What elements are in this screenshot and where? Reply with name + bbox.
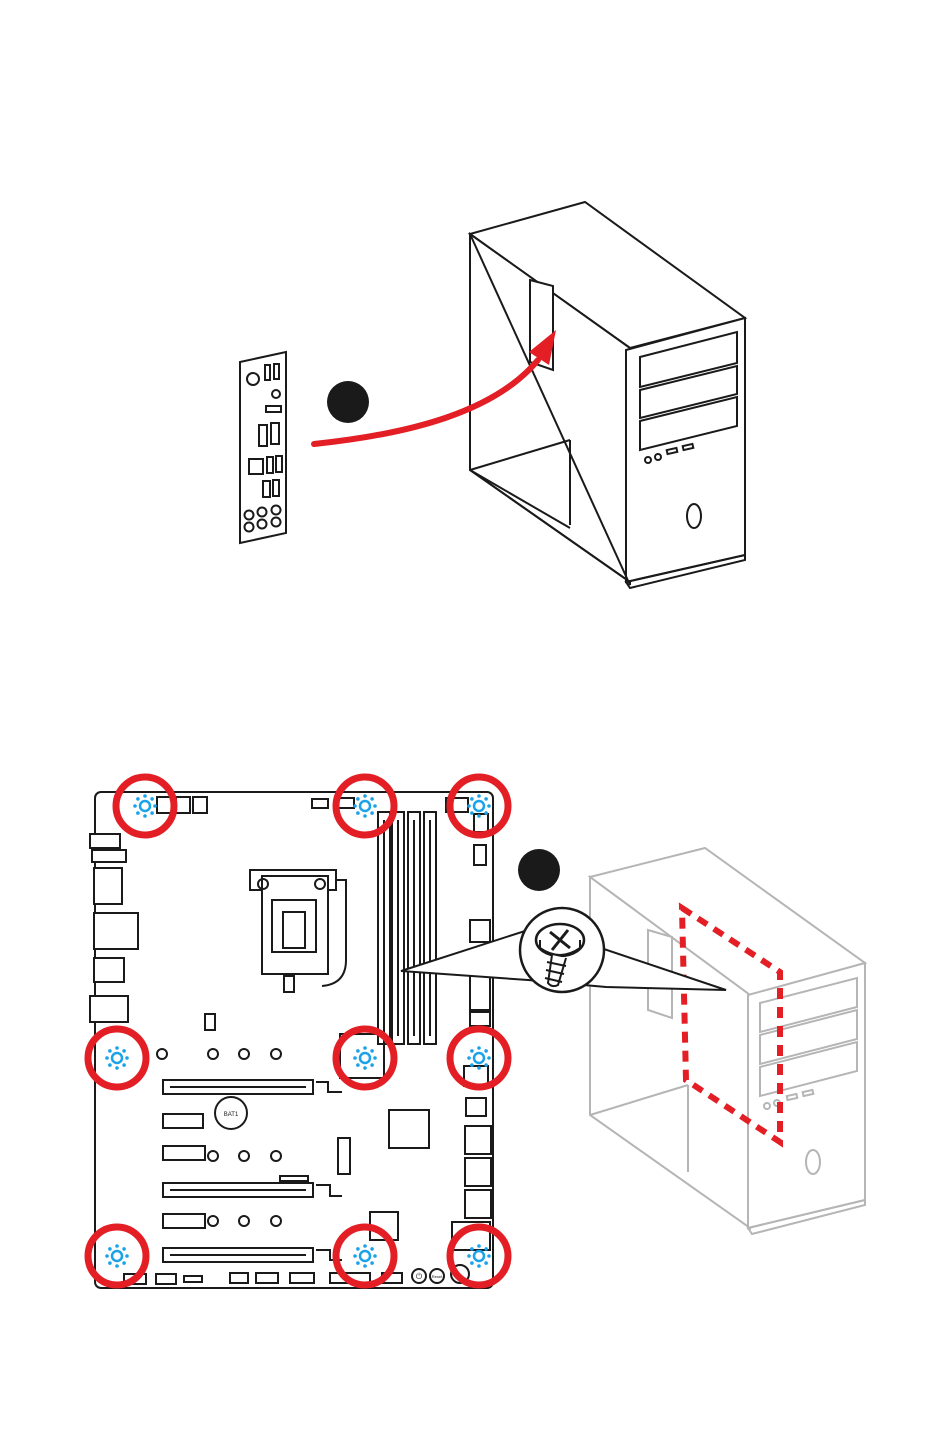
standoff-dot: [356, 811, 360, 815]
motherboard: BAT1 ⏻ Reset: [90, 792, 493, 1288]
standoff-dot: [356, 1049, 360, 1053]
standoff-dot: [484, 1063, 488, 1067]
standoff-dot: [470, 1261, 474, 1265]
standoff-dot: [363, 794, 367, 798]
standoff-dot: [373, 804, 377, 808]
standoff-dot: [363, 1264, 367, 1268]
standoff-dot: [467, 1254, 471, 1258]
standoff-dot: [484, 811, 488, 815]
standoff-dot: [108, 1261, 112, 1265]
standoff-dot: [136, 811, 140, 815]
standoff-dot: [133, 804, 137, 808]
standoff-dot: [370, 811, 374, 815]
standoff-dot: [153, 804, 157, 808]
standoff-dot: [370, 1063, 374, 1067]
standoff-dot: [125, 1254, 129, 1258]
standoff-dot: [470, 1063, 474, 1067]
battery-label: BAT1: [224, 1112, 239, 1118]
standoff-dot: [105, 1056, 109, 1060]
standoff-dot: [115, 1264, 119, 1268]
step-2-badge: [518, 849, 560, 891]
standoff-dot: [484, 797, 488, 801]
standoff-dot: [477, 814, 481, 818]
standoff-dot: [353, 1254, 357, 1258]
standoff-dot: [115, 1066, 119, 1070]
standoff-dot: [373, 1254, 377, 1258]
standoff-dot: [353, 1056, 357, 1060]
standoff-dot: [108, 1049, 112, 1053]
standoff-dot: [115, 1046, 119, 1050]
standoff-dot: [150, 811, 154, 815]
standoff-dot: [363, 814, 367, 818]
standoff-dot: [487, 1056, 491, 1060]
standoff-dot: [477, 1046, 481, 1050]
pc-case-top: [470, 202, 745, 588]
standoff-dot: [143, 814, 147, 818]
standoff-dot: [122, 1247, 126, 1251]
standoff-dot: [477, 1066, 481, 1070]
standoff-dot: [470, 797, 474, 801]
standoff-dot: [467, 1056, 471, 1060]
standoff-dot: [370, 1049, 374, 1053]
standoff-dot: [370, 1261, 374, 1265]
standoff-dot: [370, 1247, 374, 1251]
standoff-dot: [356, 1063, 360, 1067]
standoff-dot: [363, 1046, 367, 1050]
standoff-dot: [125, 1056, 129, 1060]
power-button-label: ⏻: [416, 1272, 423, 1281]
standoff-dot: [484, 1247, 488, 1251]
standoff-dot: [484, 1261, 488, 1265]
standoff-dot: [115, 1244, 119, 1248]
standoff-dot: [356, 797, 360, 801]
standoff-dot: [356, 1247, 360, 1251]
standoff-dot: [150, 797, 154, 801]
standoff-dot: [487, 804, 491, 808]
standoff-dot: [363, 1066, 367, 1070]
standoff-dot: [122, 1063, 126, 1067]
standoff-dot: [363, 1244, 367, 1248]
standoff-dot: [484, 1049, 488, 1053]
standoff-dot: [477, 1264, 481, 1268]
standoff-dot: [470, 1247, 474, 1251]
io-shield: [240, 352, 286, 543]
standoff-dot: [356, 1261, 360, 1265]
standoff-dot: [143, 794, 147, 798]
step-1-badge: [327, 381, 369, 423]
standoff-dot: [477, 1244, 481, 1248]
standoff-dot: [105, 1254, 109, 1258]
standoff-dot: [370, 797, 374, 801]
reset-button-label: Reset: [432, 1274, 443, 1279]
pc-case-bottom: [590, 848, 865, 1234]
standoff-dot: [467, 804, 471, 808]
standoff-dot: [477, 794, 481, 798]
standoff-dot: [108, 1063, 112, 1067]
standoff-dot: [353, 804, 357, 808]
standoff-dot: [136, 797, 140, 801]
standoff-dot: [122, 1049, 126, 1053]
standoff-dot: [470, 811, 474, 815]
standoff-dot: [487, 1254, 491, 1258]
standoff-dot: [470, 1049, 474, 1053]
standoff-dot: [122, 1261, 126, 1265]
standoff-dot: [108, 1247, 112, 1251]
standoff-dot: [373, 1056, 377, 1060]
